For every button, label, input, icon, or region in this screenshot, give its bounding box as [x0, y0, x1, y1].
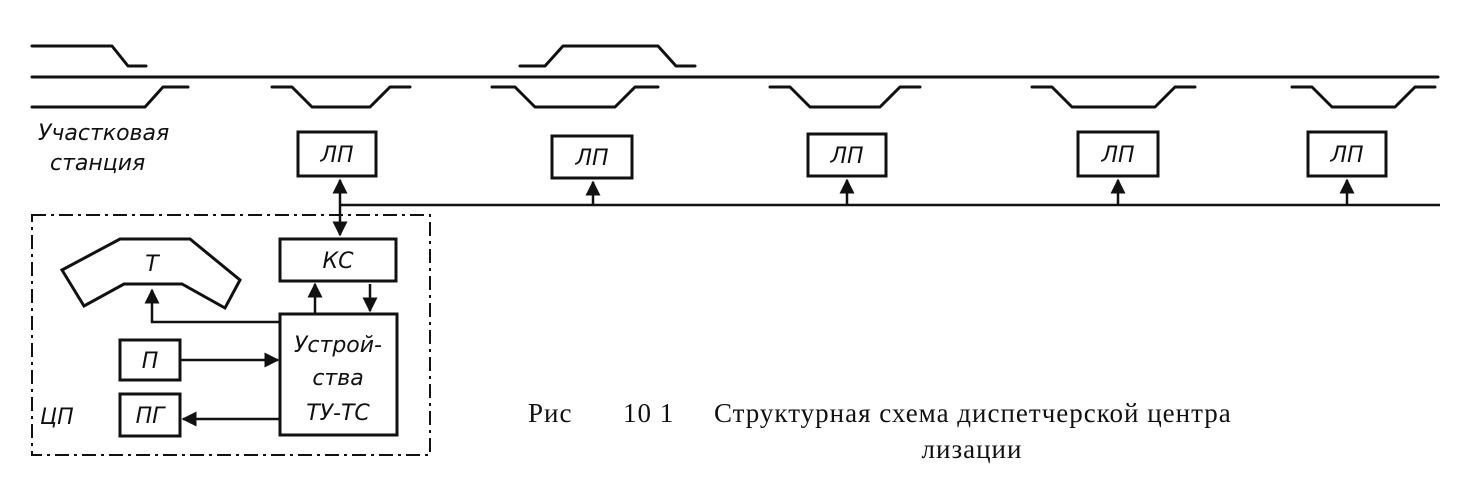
ks-box: КС: [278, 237, 398, 283]
dispatch-center-boundary: [31, 214, 431, 456]
lp-box-1: ЛП: [296, 130, 378, 178]
lp-label: ЛП: [1329, 143, 1363, 168]
siding-2: [490, 85, 660, 109]
caption-number: 10 1: [623, 398, 674, 428]
lp-label: ЛП: [319, 143, 353, 168]
cp-label: ЦП: [40, 405, 74, 430]
pg-box: ПГ: [118, 392, 182, 438]
siding-3: [768, 85, 922, 109]
tu-ts-label-line1: Устрой-: [294, 333, 382, 358]
lp-box-3: ЛП: [806, 132, 888, 178]
station-lower-track: [30, 85, 190, 109]
lp-box-5: ЛП: [1306, 130, 1388, 178]
ks-label: КС: [323, 249, 355, 274]
p-box: П: [118, 338, 182, 382]
pg-label: ПГ: [136, 404, 167, 429]
station-label-line1: Участковая: [38, 121, 169, 146]
lp-box-4: ЛП: [1076, 130, 1160, 178]
station-label-line2: станция: [50, 151, 145, 176]
lp-box-2: ЛП: [550, 134, 634, 180]
lp-label: ЛП: [1100, 143, 1134, 168]
caption-line1: Структурная схема диспетчерской центра: [714, 398, 1232, 428]
t-label: Т: [145, 252, 160, 277]
siding-1: [270, 85, 412, 109]
tu-ts-label-line2: ства: [312, 366, 363, 391]
p-label: П: [142, 349, 159, 374]
station-upper-track: [30, 44, 148, 68]
caption-line2: лизации: [922, 434, 1023, 464]
middle-upper-siding: [518, 44, 697, 68]
tu-ts-box: Устрой- ства ТУ-ТС: [278, 312, 399, 437]
caption-prefix: Рис: [528, 398, 572, 428]
lp-label: ЛП: [829, 144, 863, 169]
tuts-to-t-connector: [144, 288, 280, 324]
t-display: Т: [59, 237, 242, 311]
lp-label: ЛП: [574, 146, 608, 171]
tu-ts-label-line3: ТУ-ТС: [306, 401, 370, 426]
siding-4: [1030, 85, 1197, 109]
siding-5: [1290, 85, 1437, 109]
